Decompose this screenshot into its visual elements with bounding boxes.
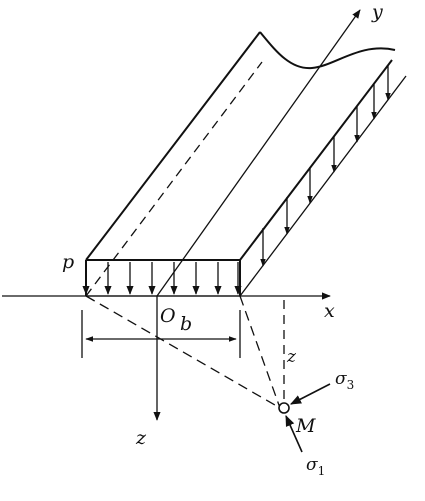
y-axis-line	[156, 9, 361, 297]
point-m-label: M	[295, 415, 316, 437]
origin-label: O	[160, 305, 176, 327]
front-load-arrows	[82, 262, 242, 295]
block-curved-top	[259, 31, 396, 70]
ray-left-to-m	[85, 295, 281, 409]
sigma3-base: σ	[335, 369, 347, 389]
block-right-bottom-edge	[239, 75, 407, 297]
load-label: p	[62, 251, 74, 273]
depth-z-label: z	[286, 347, 297, 367]
sigma1-label: σ1	[306, 455, 325, 478]
width-label: b	[180, 313, 192, 335]
sigma1-subscript: 1	[318, 464, 326, 478]
y-axis-label: y	[371, 1, 383, 23]
sigma1-arrow	[285, 414, 303, 453]
z-axis-label: z	[135, 427, 147, 449]
ray-right-to-m	[239, 295, 281, 409]
load-block	[85, 31, 396, 296]
point-m-marker	[278, 402, 290, 414]
sigma3-subscript: 3	[347, 378, 355, 392]
sigma1-base: σ	[306, 455, 318, 475]
block-left-edge	[85, 31, 261, 261]
x-axis-label: x	[324, 300, 335, 322]
block-hidden-edge	[85, 61, 263, 297]
sigma3-arrow	[290, 383, 331, 405]
block-right-edge	[239, 59, 393, 261]
side-load-arrows	[260, 66, 391, 267]
sigma3-label: σ3	[335, 369, 354, 392]
